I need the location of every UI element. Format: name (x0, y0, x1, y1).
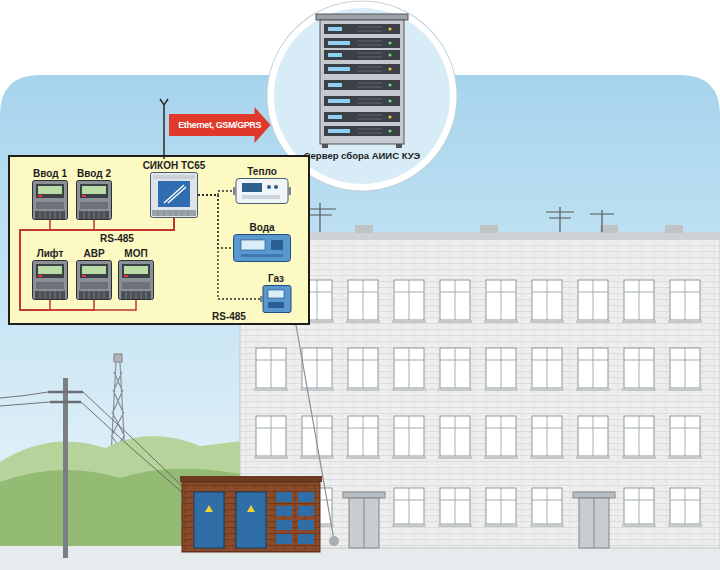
rs485-bus-line (94, 218, 174, 230)
ground (0, 546, 720, 570)
rs485-bus-line (20, 218, 174, 310)
radio-link-arrow (160, 99, 271, 172)
electricity-meter: Ввод 2 (72, 167, 116, 220)
device-body (118, 260, 154, 300)
electricity-meter: Лифт (28, 247, 72, 300)
device-body (32, 180, 68, 220)
far-hills (0, 436, 250, 560)
rs485-bus-line (50, 218, 174, 230)
rs485-bus-line (20, 218, 174, 310)
device-label: МОП (114, 247, 158, 260)
entrance-doors (343, 492, 615, 548)
electricity-meter-symbol (32, 260, 68, 300)
windows (254, 280, 702, 527)
device-label: Ввод 2 (72, 167, 116, 180)
electricity-meter: МОП (114, 247, 158, 300)
power-pole (0, 378, 184, 558)
equipment-panel: Ввод 1Ввод 2 СИКОН ТС65 ТеплоВодаГаз ЛифтАВ… (8, 155, 310, 325)
electricity-meter: АВР (72, 247, 116, 300)
device-body (32, 260, 68, 300)
gas-meter-symbol (260, 285, 292, 313)
electricity-meter: Ввод 1 (28, 167, 72, 220)
device-label: Лифт (28, 247, 72, 260)
device-label: Тепло (229, 165, 295, 178)
device-label: Вода (229, 221, 295, 234)
rs485-dotted-line (198, 191, 233, 195)
leader-line (296, 325, 339, 546)
water-meter-symbol (233, 234, 291, 262)
device-label: СИКОН ТС65 (141, 159, 208, 172)
device-body (233, 234, 291, 262)
device-label: АВР (72, 247, 116, 260)
electricity-meter-symbol (32, 180, 68, 220)
rs485-bus-line (20, 218, 174, 310)
device-label: Газ (255, 272, 297, 285)
device-label: Ввод 1 (28, 167, 72, 180)
electricity-meter-symbol (76, 180, 112, 220)
heat-meter: Тепло (229, 165, 295, 204)
gas-meter: Газ (255, 272, 297, 313)
device-body (233, 178, 291, 204)
device-body (76, 180, 112, 220)
device-body (150, 172, 198, 218)
controller-box: СИКОН ТС65 (140, 159, 208, 218)
controller-symbol (150, 172, 198, 218)
electricity-meter-symbol (76, 260, 112, 300)
heat-meter-symbol (233, 178, 291, 204)
bus-label: RS-485 (100, 233, 134, 245)
bus-label: RS-485 (212, 311, 246, 323)
device-body (260, 285, 292, 313)
water-meter: Вода (229, 221, 295, 262)
device-body (76, 260, 112, 300)
rs485-dotted-line (198, 195, 233, 248)
edge-label: Ethernet, GSM/GPRS (178, 120, 261, 131)
electricity-meter-symbol (118, 260, 154, 300)
transformer-booth (180, 476, 322, 552)
rs485-dotted-line (198, 195, 260, 299)
